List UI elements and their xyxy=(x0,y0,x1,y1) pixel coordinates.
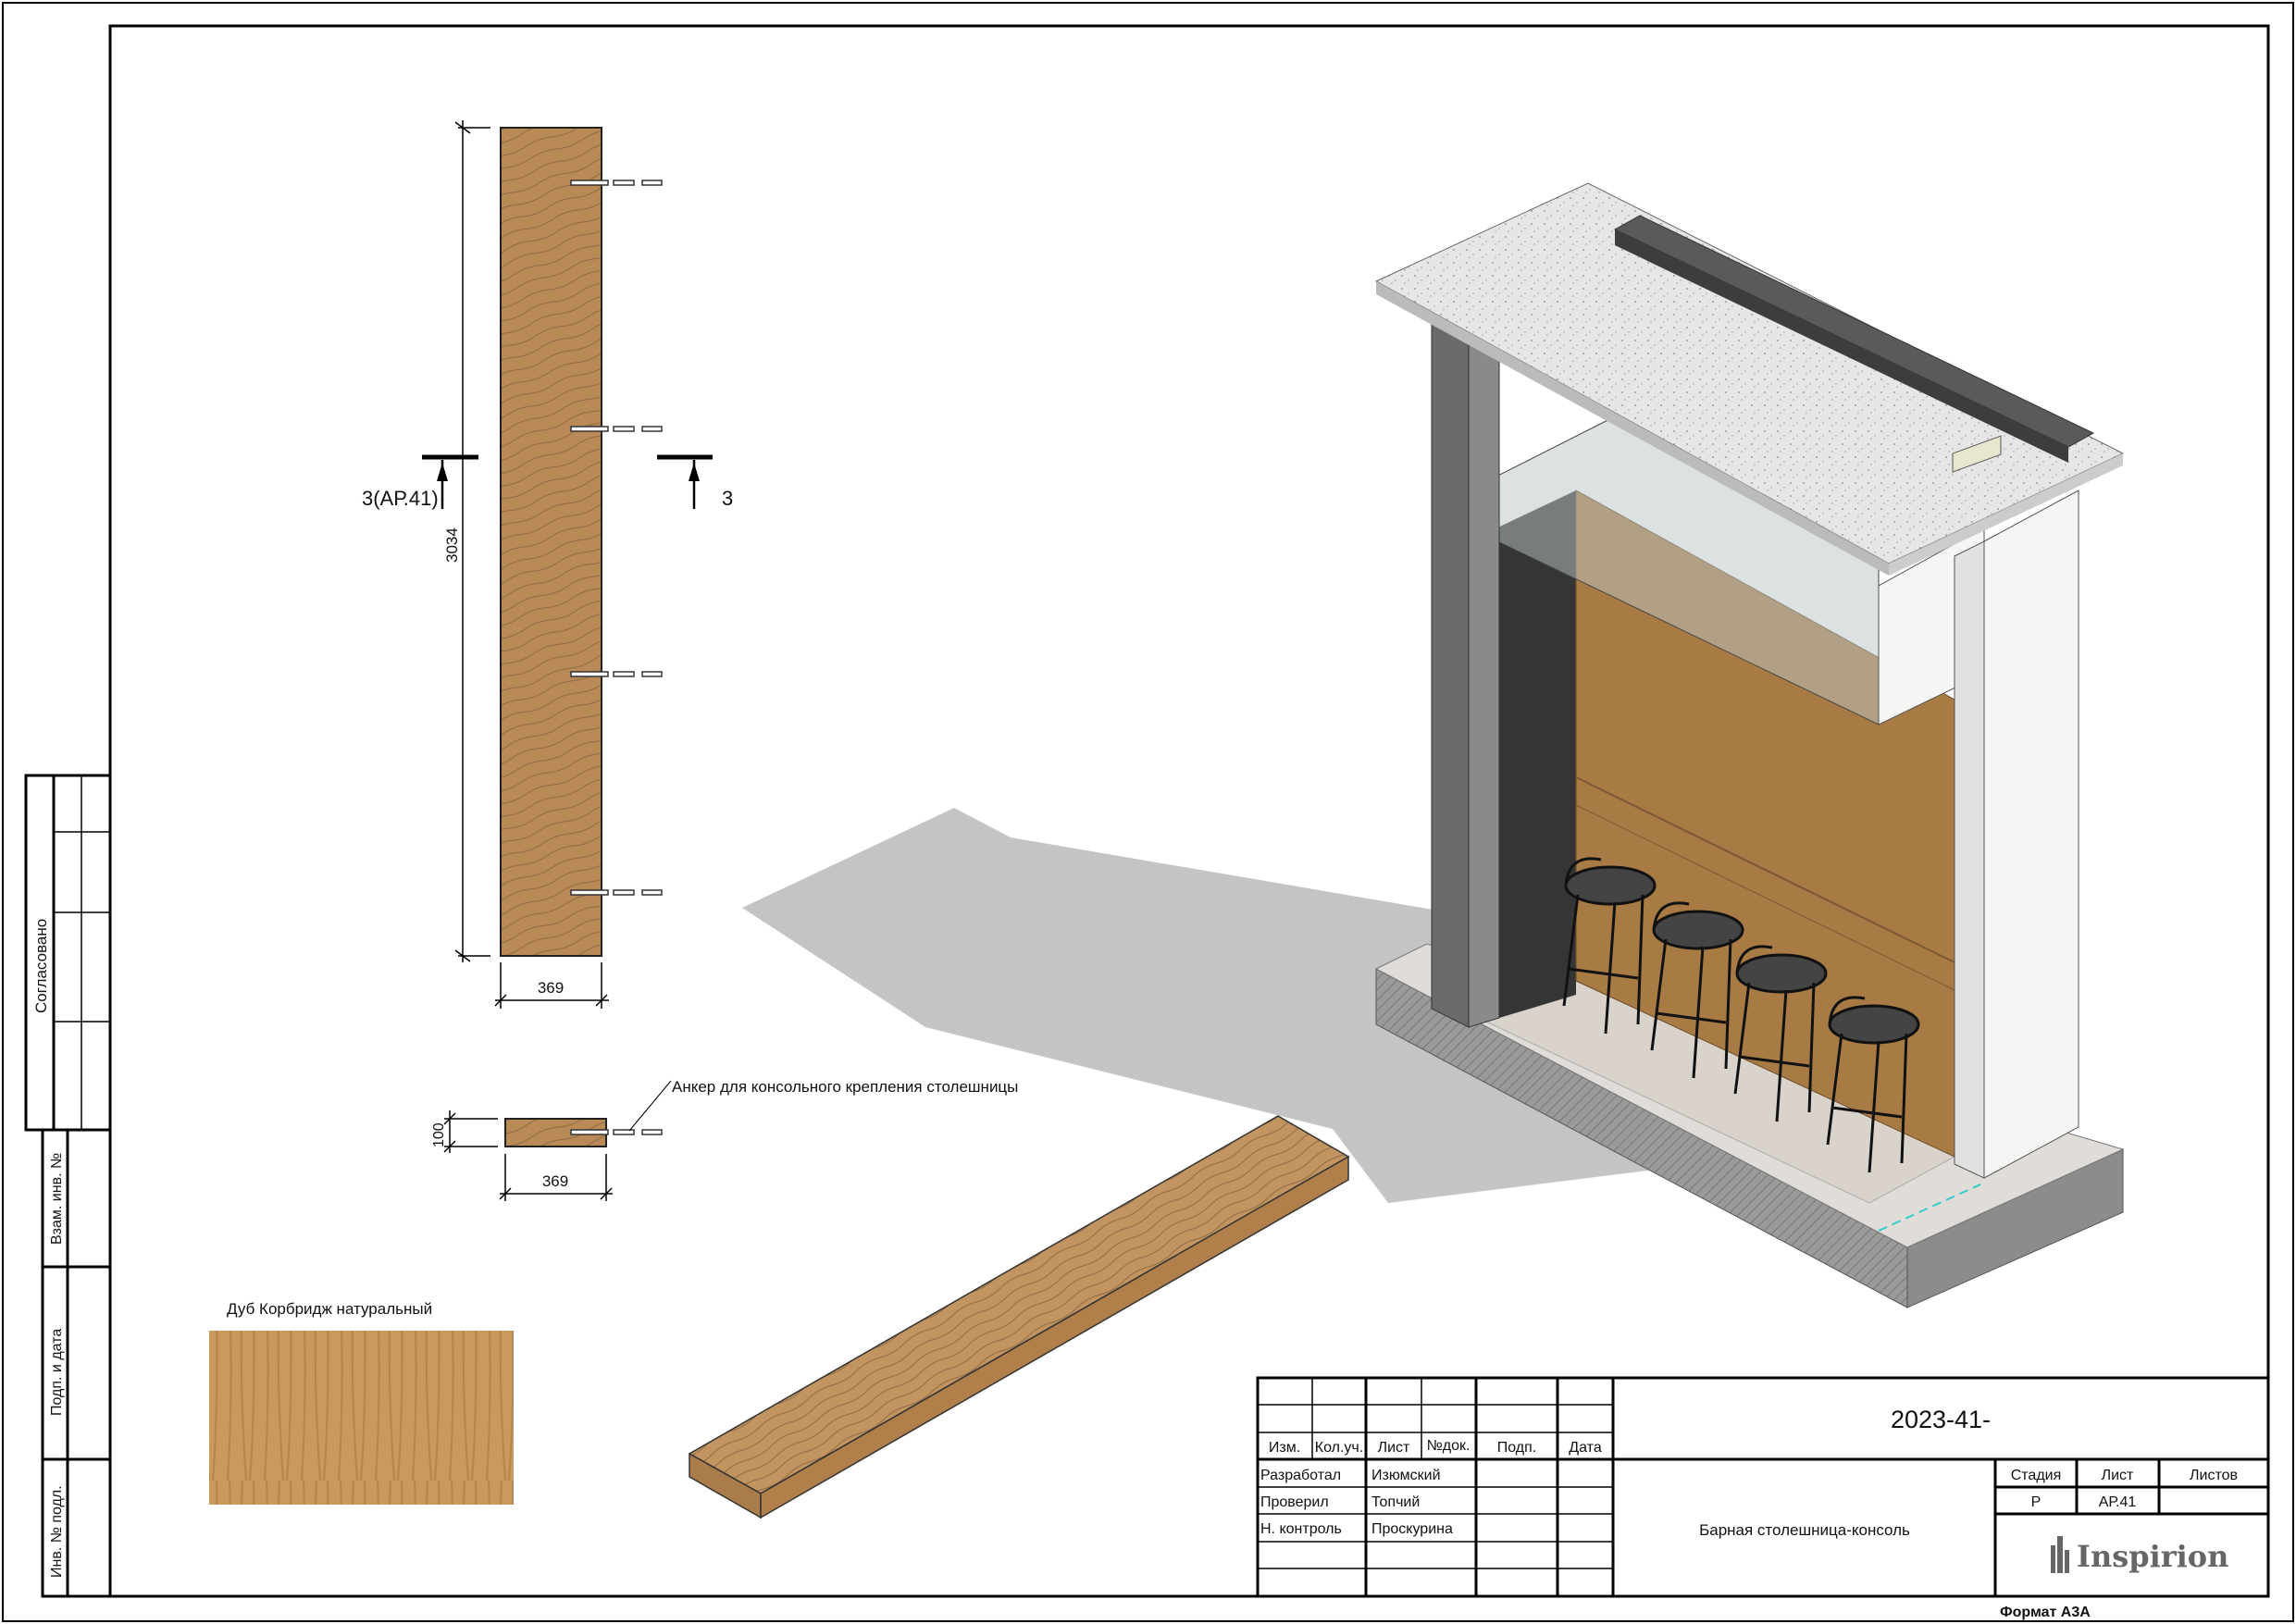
render-shadow xyxy=(742,808,1684,1203)
bar-stool xyxy=(1826,996,1920,1173)
stage-value: Р xyxy=(2031,1494,2042,1510)
anchor-marks xyxy=(570,180,663,896)
left-approval-stamp: Согласовано Взам. инв. № Подп. и дата Ин… xyxy=(24,774,112,1598)
ceiling-slab-edge-right xyxy=(1889,453,2123,576)
section-width-label: 369 xyxy=(542,1172,568,1190)
thickness-dimension-label: 100 xyxy=(431,1122,447,1147)
anchor-leader-line xyxy=(628,1080,672,1132)
row-name-developed: Изюмский xyxy=(1371,1468,1441,1483)
row-role-norm-control: Н. контроль xyxy=(1260,1521,1342,1537)
section-label-right: 3 xyxy=(722,487,733,510)
stage-header: Стадия xyxy=(2011,1468,2062,1483)
bar-console-3d-render xyxy=(1374,182,2125,1308)
header-izm: Изм. xyxy=(1269,1440,1300,1456)
oak-material-swatch xyxy=(209,1331,514,1505)
bar-stool xyxy=(1562,857,1657,1035)
white-column-side xyxy=(1954,540,1985,1179)
width-dimension-label: 369 xyxy=(538,979,564,997)
stamp-inv-orig-label: Инв. № подл. xyxy=(49,1485,65,1578)
stamp-replaced-inv-label: Взам. инв. № xyxy=(49,1153,65,1245)
countertop-plan-view: 3034 369 3(АР.41) 3 xyxy=(362,120,733,1009)
bar-stools xyxy=(1562,857,1920,1173)
countertop-plan xyxy=(500,127,602,957)
header-kol-uch: Кол.уч. xyxy=(1315,1440,1363,1456)
company-logo-text: Inspirion xyxy=(2077,1539,2228,1574)
wall-column-inner xyxy=(1468,295,1500,1028)
top-dark-beam xyxy=(1613,215,2095,448)
stamp-sign-date-label: Подп. и дата xyxy=(49,1329,65,1416)
material-label: Дуб Корбридж натуральный xyxy=(227,1300,432,1318)
section-mark-right xyxy=(657,454,713,509)
header-list: Лист xyxy=(1378,1440,1410,1456)
width-dimension xyxy=(494,962,609,1009)
header-date: Дата xyxy=(1569,1440,1602,1456)
thickness-dimension xyxy=(443,1110,498,1153)
row-role-checked: Проверил xyxy=(1260,1494,1329,1510)
sheet-format: Формат А3А xyxy=(2000,1605,2091,1620)
row-name-norm-control: Проскурина xyxy=(1371,1521,1453,1537)
ceiling-slab-edge xyxy=(1376,281,1889,576)
section-width-dimension xyxy=(499,1154,613,1201)
sheet-header: Лист xyxy=(2102,1468,2134,1483)
header-doc-no: №док. xyxy=(1427,1438,1471,1454)
anchor-note: Анкер для консольного крепления столешни… xyxy=(672,1078,1018,1096)
white-column-front xyxy=(1983,490,2079,1179)
sheet-title: Барная столешница-консоль xyxy=(1699,1521,1910,1539)
sheets-header: Листов xyxy=(2190,1468,2238,1483)
stamp-approved-label: Согласовано xyxy=(32,919,50,1013)
bar-stool xyxy=(1650,901,1744,1079)
wall-column-side xyxy=(1431,304,1470,1028)
section-mark-left xyxy=(422,454,478,509)
height-dimension-label: 3034 xyxy=(443,527,461,563)
sheet-value: АР.41 xyxy=(2099,1494,2137,1510)
beam-end-cap xyxy=(1952,435,2002,473)
bar-stool xyxy=(1733,945,1828,1122)
row-role-developed: Разработал xyxy=(1260,1468,1341,1483)
top-dark-beam-side xyxy=(1615,229,2068,463)
section-label-left: 3(АР.41) xyxy=(362,487,439,510)
countertop-isometric xyxy=(688,1115,1350,1519)
project-code: 2023-41- xyxy=(1891,1406,1991,1433)
header-sign: Подп. xyxy=(1497,1440,1537,1456)
inspirion-logo-icon xyxy=(2051,1536,2069,1573)
countertop-section-view: Анкер для консольного крепления столешни… xyxy=(431,1078,1018,1201)
row-name-checked: Топчий xyxy=(1371,1494,1420,1510)
title-block: Изм. Кол.уч. Лист №док. Подп. Дата Разра… xyxy=(1256,1376,2270,1598)
height-dimension xyxy=(454,120,490,962)
